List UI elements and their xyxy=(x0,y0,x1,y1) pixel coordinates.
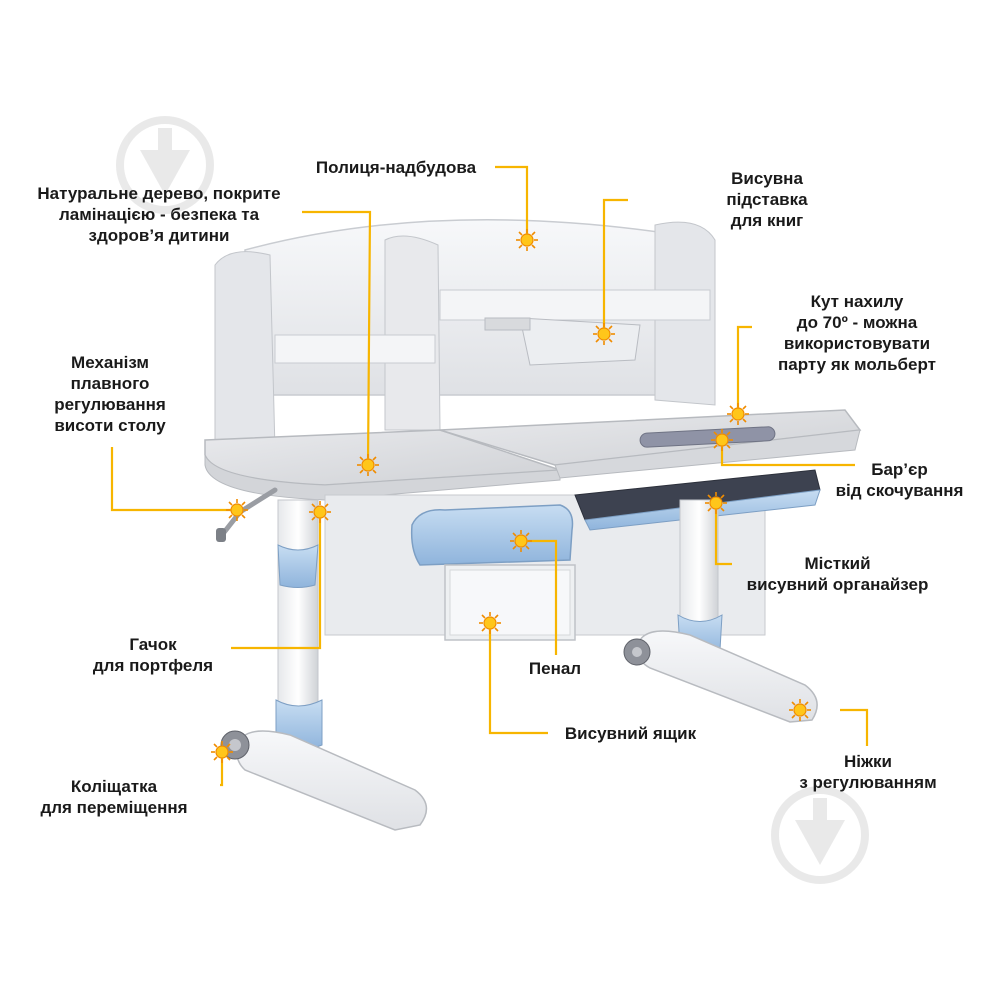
marker-pencil-case xyxy=(509,529,533,553)
callout-lines xyxy=(110,165,869,787)
marker-barrier xyxy=(710,428,734,452)
label-shelf: Полиця-надбудова xyxy=(315,158,477,177)
label-book-stand: Висувна підставка для книг xyxy=(726,169,808,230)
label-wheels: Коліщатка для переміщення xyxy=(40,777,188,817)
label-tilt: Кут нахилу до 70º - можна використовуват… xyxy=(778,292,936,374)
marker-book-stand xyxy=(592,322,616,346)
label-legs: Ніжки з регулюванням xyxy=(799,752,937,792)
label-wood: Натуральне дерево, покрите ламінацією - … xyxy=(37,184,281,245)
marker-shelf xyxy=(515,228,539,252)
marker-height-mech xyxy=(225,498,249,522)
label-pencil-case: Пенал xyxy=(528,659,582,678)
marker-wheels xyxy=(210,740,234,764)
marker-tilt xyxy=(726,402,750,426)
label-organizer: Місткий висувний органайзер xyxy=(746,554,929,594)
label-drawer: Висувний ящик xyxy=(564,724,697,743)
label-barrier: Бар’єр від скочування xyxy=(835,460,964,500)
marker-wood xyxy=(356,453,380,477)
watermark-logo-top xyxy=(116,116,214,214)
label-hook: Гачок для портфеля xyxy=(92,635,214,675)
marker-organizer xyxy=(704,491,728,515)
label-height-mech: Механізм плавного регулювання висоти сто… xyxy=(54,353,166,435)
marker-drawer xyxy=(478,611,502,635)
marker-legs xyxy=(788,698,812,722)
watermark-logo-bottom xyxy=(771,786,869,884)
marker-hook xyxy=(308,500,332,524)
